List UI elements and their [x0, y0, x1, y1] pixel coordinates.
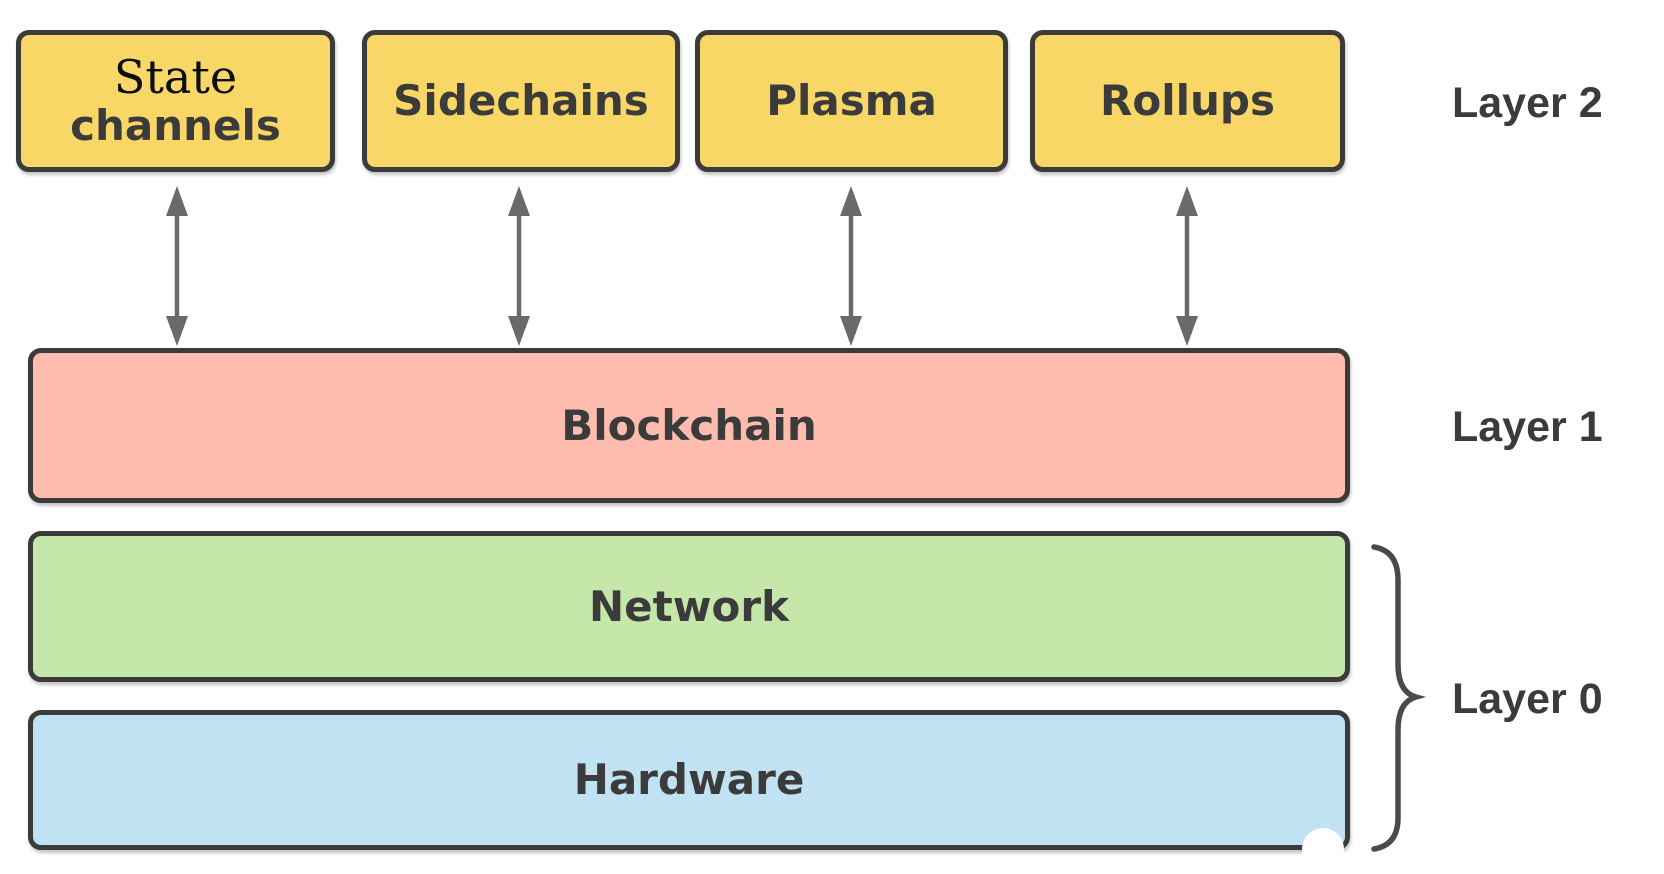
sidechains-box: Sidechains	[362, 30, 680, 172]
layer2-side-label: Layer 2	[1452, 79, 1603, 127]
blockchain-label: Blockchain	[561, 400, 817, 450]
state-channels-label-line2: channels	[70, 100, 281, 150]
network-box: Network	[28, 531, 1350, 682]
network-label: Network	[588, 581, 789, 631]
sidechains-label: Sidechains	[393, 76, 649, 126]
layer0-side-label: Layer 0	[1452, 675, 1603, 723]
double-arrow-sidechains-icon	[508, 186, 530, 346]
rollups-label: Rollups	[1100, 76, 1275, 126]
double-arrow-rollups-icon	[1176, 186, 1198, 346]
plasma-label: Plasma	[766, 76, 937, 126]
hardware-box: Hardware	[28, 710, 1350, 850]
blockchain-box: Blockchain	[28, 348, 1350, 503]
state-channels-label-line1: State	[113, 50, 238, 105]
plasma-box: Plasma	[695, 30, 1008, 172]
rollups-box: Rollups	[1030, 30, 1345, 172]
watermark-artifact	[1302, 828, 1344, 870]
double-arrow-plasma-icon	[840, 186, 862, 346]
double-arrow-state-channels-icon	[166, 186, 188, 346]
layer1-side-label: Layer 1	[1452, 403, 1603, 451]
layer0-brace-icon	[1371, 544, 1427, 852]
hardware-label: Hardware	[573, 755, 805, 805]
state-channels-box: State channels	[16, 30, 335, 172]
